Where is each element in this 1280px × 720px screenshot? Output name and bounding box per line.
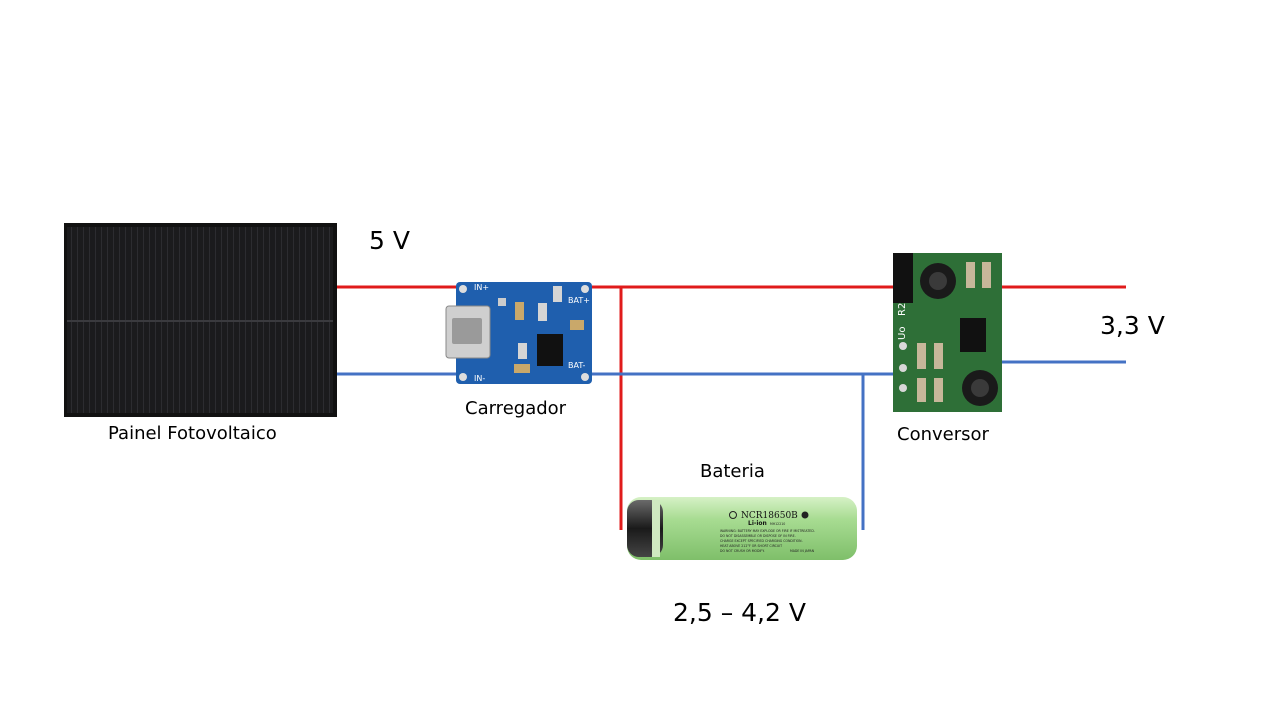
battery-model-text: NCR18650B: [741, 511, 798, 521]
battery-warning-4: HEAT ABOVE 212°F OR SHORT CIRCUIT: [720, 544, 782, 548]
charger-board-icon: IN+ IN- BAT+ BAT-: [445, 282, 592, 384]
negative-wires: [336, 360, 1126, 530]
battery-code-text: MH12210: [770, 522, 785, 526]
solar-panel-icon: [64, 223, 337, 417]
input-voltage-label: 5 V: [369, 226, 410, 255]
pin-in-minus: IN-: [474, 374, 485, 383]
battery-chem-text: Li-ion: [748, 520, 767, 527]
panel-label: Painel Fotovoltaico: [108, 423, 277, 444]
battery-warning-3: CHARGE EXCEPT SPECIFIED CHARGING CONDITI…: [720, 539, 803, 543]
battery-label: Bateria: [700, 461, 765, 482]
output-voltage-label: 3,3 V: [1100, 311, 1165, 340]
battery-18650-icon: NCR18650B Li-ion MH12210 WARNING: BATTER…: [627, 497, 857, 560]
positive-wires: [336, 285, 1126, 530]
battery-warning-1: WARNING: BATTERY MAY EXPLODE OR FIRE IF …: [720, 529, 815, 533]
battery-warning-2: DO NOT DISASSEMBLE OR DISPOSE OF IN FIRE…: [720, 534, 796, 538]
converter-uo-marking: Uo: [897, 327, 908, 340]
pin-bat-plus: BAT+: [568, 296, 590, 305]
battery-voltage-label: 2,5 – 4,2 V: [673, 598, 806, 627]
converter-label: Conversor: [897, 424, 989, 445]
pin-bat-minus: BAT-: [568, 361, 585, 370]
battery-origin-text: MADE IN JAPAN: [790, 549, 815, 553]
converter-r2-marking: R2: [897, 303, 908, 316]
pin-in-plus: IN+: [474, 283, 489, 292]
battery-warning-5: DO NOT CRUSH OR MODIFY.: [720, 549, 765, 553]
converter-board-icon: R2 Uo: [893, 253, 1002, 412]
charger-label: Carregador: [465, 398, 567, 419]
